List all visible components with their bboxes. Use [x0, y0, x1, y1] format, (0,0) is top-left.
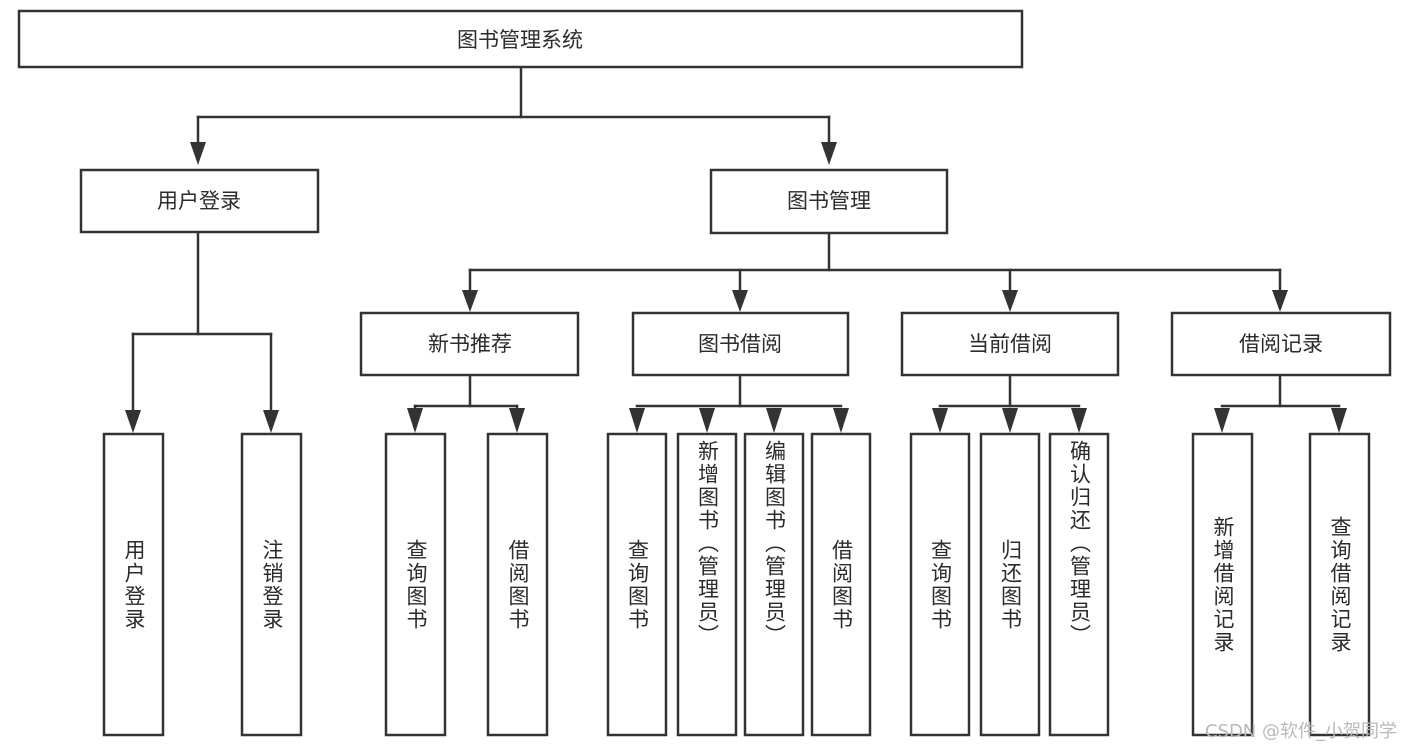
- node-leaf-new-book-2[interactable]: [486, 432, 549, 737]
- node-leaf-book-borrow-1[interactable]: [606, 432, 668, 737]
- arrow-currentborrow-l1: [932, 408, 948, 433]
- node-borrow-record[interactable]: [1170, 311, 1392, 377]
- arrow-root-to-bookmgmt: [821, 142, 837, 165]
- arrow-bookmgmt-c4: [1272, 290, 1288, 312]
- node-root-label: 图书管理系统: [457, 28, 583, 52]
- arrow-borrowrecord-l2: [1331, 408, 1347, 433]
- arrow-bookborrow-l4: [833, 408, 849, 433]
- node-leaf-book-borrow-3[interactable]: [743, 432, 805, 737]
- node-borrow-record-label: 借阅记录: [1239, 332, 1323, 356]
- arrow-bookborrow-l3: [766, 408, 782, 433]
- arrow-bookborrow-l1: [629, 408, 645, 433]
- arrow-root-to-userlogin: [190, 142, 206, 165]
- node-book-management[interactable]: [709, 168, 949, 235]
- arrow-bookmgmt-c3: [1002, 290, 1018, 312]
- node-book-management-label: 图书管理: [787, 189, 871, 213]
- node-root[interactable]: [17, 9, 1024, 69]
- arrow-currentborrow-l3: [1071, 408, 1087, 433]
- arrow-borrowrecord-l1: [1214, 408, 1230, 433]
- arrow-bookborrow-l2: [699, 408, 715, 433]
- node-leaf-book-borrow-2[interactable]: [676, 432, 738, 737]
- connector-layer: [125, 65, 1347, 433]
- node-leaf-current-borrow-2[interactable]: [979, 432, 1041, 737]
- node-leaf-new-book-1[interactable]: [384, 432, 447, 737]
- arrow-newbook-l1: [407, 408, 423, 433]
- node-leaf-current-borrow-1[interactable]: [909, 432, 971, 737]
- node-new-book-recommend[interactable]: [359, 311, 580, 377]
- node-leaf-current-borrow-3[interactable]: [1048, 432, 1110, 737]
- arrow-userlogin-leaf1: [125, 410, 141, 433]
- node-leaf-user-login-2[interactable]: [240, 432, 303, 737]
- node-user-login[interactable]: [79, 168, 320, 234]
- arrow-userlogin-leaf2: [263, 410, 279, 433]
- node-user-login-label: 用户登录: [157, 189, 241, 213]
- node-leaf-borrow-record-2[interactable]: [1308, 432, 1371, 737]
- arrow-bookmgmt-c2: [732, 290, 748, 312]
- node-layer: 图书管理系统 用户登录 图书管理 新书推荐 图书借阅 当前借阅 借阅记录: [17, 9, 1392, 737]
- arrow-currentborrow-l2: [1002, 408, 1018, 433]
- node-current-borrow[interactable]: [900, 311, 1120, 377]
- node-leaf-user-login-1[interactable]: [102, 432, 165, 737]
- node-new-book-recommend-label: 新书推荐: [428, 332, 512, 356]
- node-book-borrow[interactable]: [631, 311, 850, 377]
- arrow-bookmgmt-c1: [462, 290, 478, 312]
- node-leaf-book-borrow-4[interactable]: [810, 432, 872, 737]
- node-leaf-borrow-record-1[interactable]: [1191, 432, 1254, 737]
- node-book-borrow-label: 图书借阅: [698, 332, 782, 356]
- node-current-borrow-label: 当前借阅: [968, 332, 1052, 356]
- arrow-newbook-l2: [509, 408, 525, 433]
